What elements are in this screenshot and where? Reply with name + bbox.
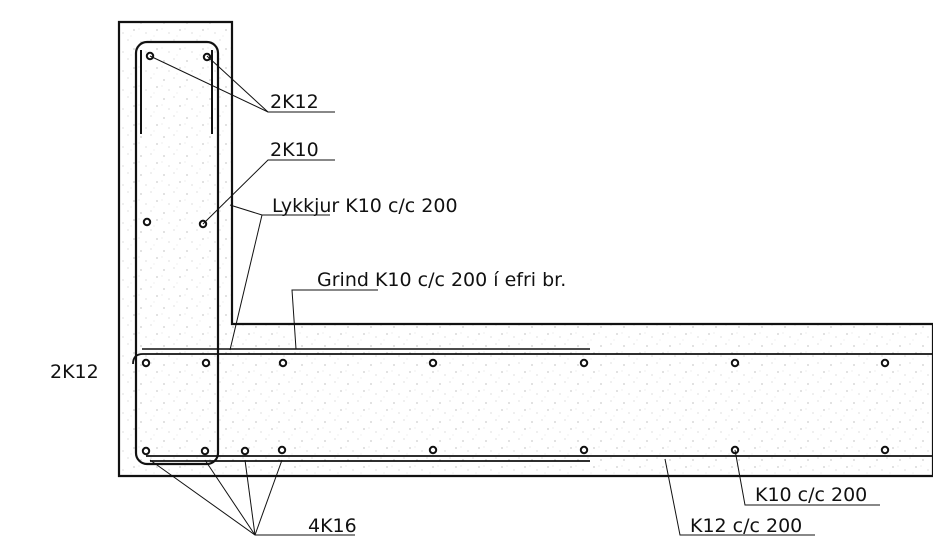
- leader-k12: [664, 458, 815, 536]
- label-stirrups: Lykkjur K10 c/c 200: [272, 195, 458, 217]
- corner-bar: [141, 446, 151, 456]
- top-reinforcement-line: [132, 353, 933, 365]
- label-k12-bottom: K12 c/c 200: [690, 515, 802, 537]
- rebar-dots: [141, 51, 890, 456]
- label-2k12-top: 2K12: [270, 91, 319, 113]
- slab-bottom-bar: [428, 445, 438, 455]
- slab-top-bar: [730, 358, 740, 368]
- leader-lines: [149, 55, 880, 536]
- leader-4k16-d: [254, 459, 283, 536]
- slab-bottom-bar: [880, 445, 890, 455]
- concrete-outline: [117, 20, 933, 478]
- slab-bottom-bar: [579, 445, 589, 455]
- label-k10-bottom: K10 c/c 200: [755, 484, 867, 506]
- slab-top-bar: [201, 358, 211, 368]
- leader-lykkjur-b: [229, 214, 263, 351]
- slab-top-bar: [880, 358, 890, 368]
- leader-2k10: [202, 159, 335, 225]
- top-bar: [202, 52, 212, 62]
- label-4k16: 4K16: [308, 515, 357, 537]
- slab-top-bar: [428, 358, 438, 368]
- label-top-grid: Grind K10 c/c 200 í efri br.: [317, 269, 566, 291]
- leader-grind: [291, 289, 378, 350]
- stirrup-loop: [134, 40, 220, 466]
- label-2k12-left: 2K12: [50, 361, 99, 383]
- label-2k10: 2K10: [270, 139, 319, 161]
- slab-top-bar: [278, 358, 288, 368]
- slab-top-bar: [141, 358, 151, 368]
- leader-4k16-c: [244, 459, 256, 536]
- corner-bar: [240, 446, 250, 456]
- corner-bar: [277, 445, 287, 455]
- leader-4k16-b: [204, 459, 256, 536]
- leader-k10: [734, 449, 880, 506]
- middle-bar: [142, 217, 152, 227]
- corner-bar: [200, 446, 210, 456]
- slab-top-bar: [579, 358, 589, 368]
- leader-2k12-top-b: [206, 55, 269, 113]
